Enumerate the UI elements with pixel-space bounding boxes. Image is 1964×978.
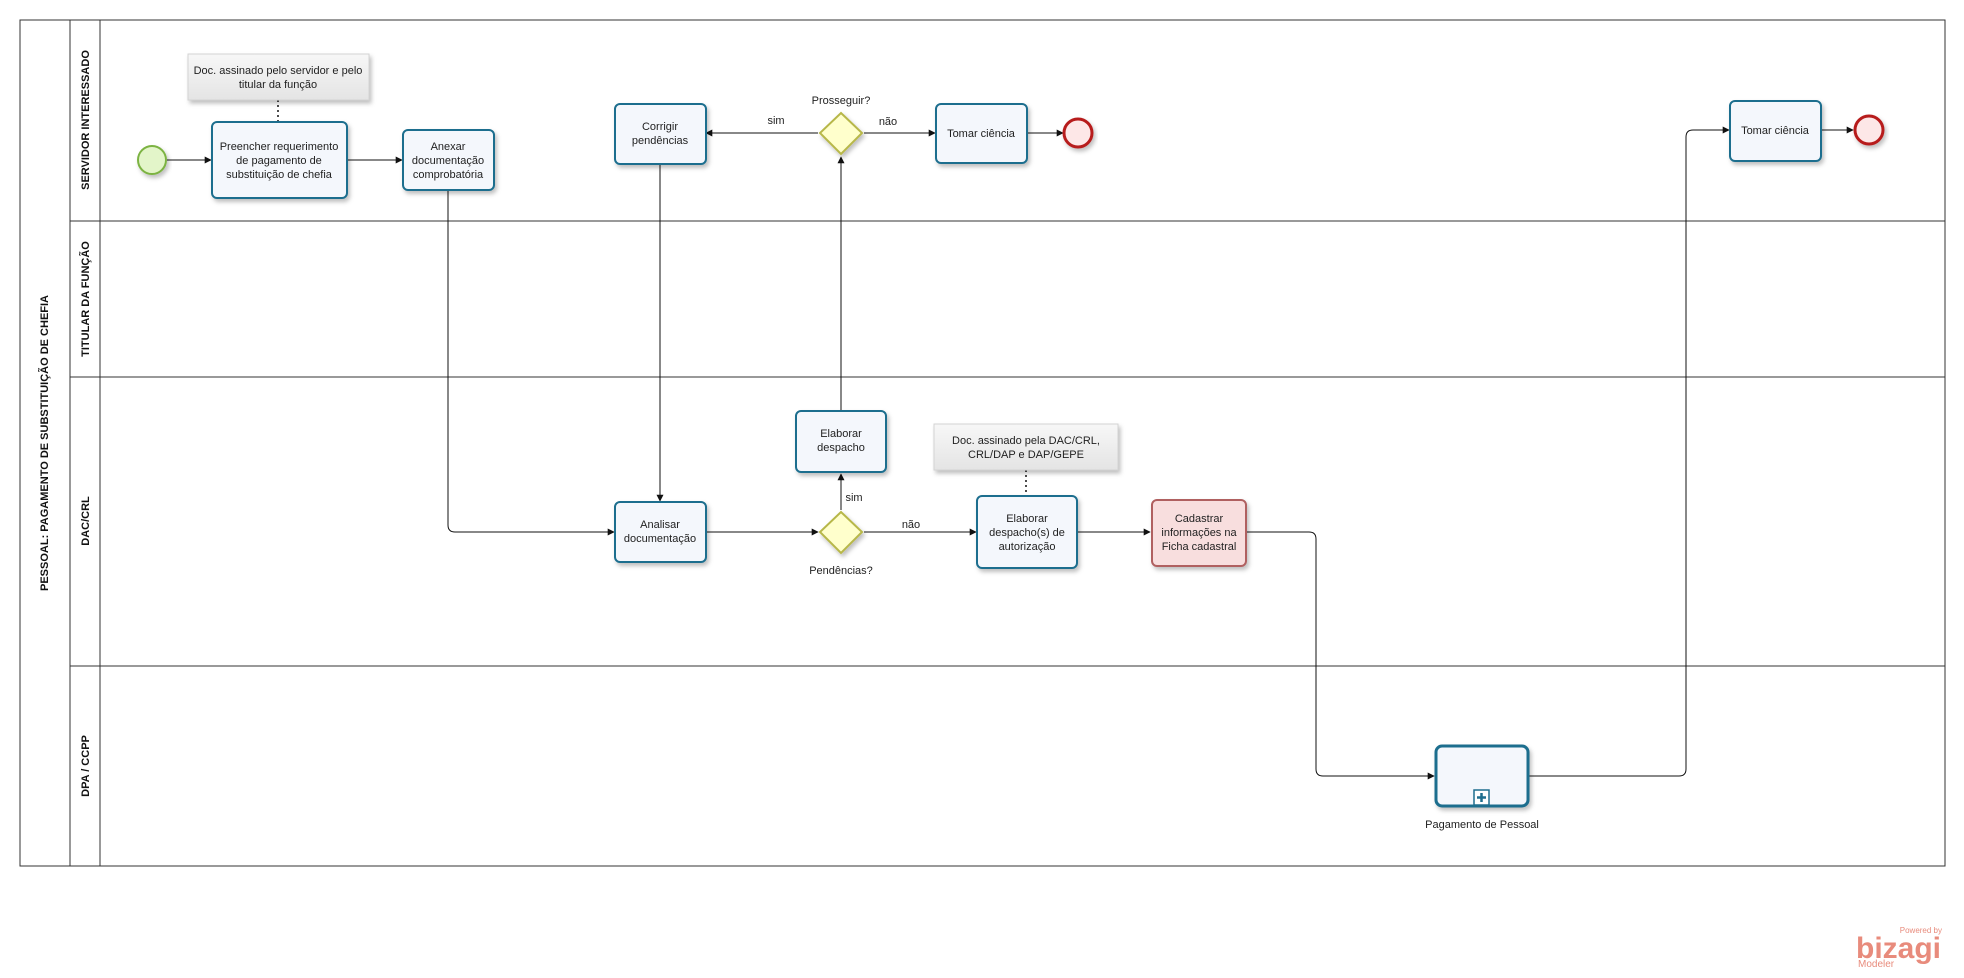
task-anexar-line1: Anexar [431,141,466,153]
brand-product: Modeler [1858,959,1895,970]
flow-pagamento-tomar2 [1528,126,1730,777]
task-analisar[interactable]: Analisar documentação [614,501,707,563]
task-cadastrar-line1: Cadastrar [1175,513,1224,525]
note2-line1: Doc. assinado pela DAC/CRL, [952,435,1100,447]
start-event[interactable] [137,145,167,175]
annotation-note1: Doc. assinado pelo servidor e pelo titul… [187,53,370,101]
task-preencher[interactable]: Preencher requerimento de pagamento de s… [211,121,348,199]
bizagi-logo: Powered by bizagi Modeler [1856,926,1942,970]
task-analisar-line1: Analisar [640,519,680,531]
task-elaborar-autorizacao-line2: despacho(s) de [989,527,1065,539]
brand-name: bizagi [1856,932,1941,965]
gateway-pendencias[interactable] [818,510,864,555]
task-elaborar-despacho-line1: Elaborar [820,428,862,440]
annotation-note2: Doc. assinado pela DAC/CRL, CRL/DAP e DA… [933,423,1119,471]
associations [277,100,1027,497]
task-elaborar-despacho[interactable]: Elaborar despacho [795,410,887,473]
task-elaborar-despacho-line2: despacho [817,442,865,454]
gateway-prosseguir-yes: sim [767,115,784,127]
task-anexar-line2: documentação [412,155,484,167]
brand-powered: Powered by [1900,926,1942,935]
task-elaborar-autorizacao-line1: Elaborar [1006,513,1048,525]
end-event-1[interactable] [1062,117,1094,149]
task-cadastrar-line3: Ficha cadastral [1162,541,1237,553]
note1-line2: titular da função [239,79,317,91]
lane-label-dpa: DPA / CCPP [80,735,92,797]
gateway-prosseguir[interactable] [818,111,864,156]
subprocess-pagamento[interactable] [1434,744,1530,808]
task-tomar-ciencia-1[interactable]: Tomar ciência [935,103,1028,164]
end-event-2[interactable] [1853,114,1885,146]
task-corrigir-line2: pendências [632,135,689,147]
task-analisar-line2: documentação [624,533,696,545]
task-elaborar-autorizacao-line3: autorização [999,541,1056,553]
task-cadastrar-line2: informações na [1161,527,1237,539]
task-preencher-line3: substituição de chefia [226,169,333,181]
lane-separators [70,220,1945,667]
note2-line2: CRL/DAP e DAP/GEPE [968,449,1084,461]
plus-icon [1477,793,1486,802]
gateway-prosseguir-no: não [879,116,897,128]
pool-label: PESSOAL: PAGAMENTO DE SUBSTITUIÇÃO DE CH… [38,295,51,591]
task-anexar-line3: comprobatória [413,169,484,181]
gateway-pendencias-yes: sim [845,492,862,504]
task-anexar[interactable]: Anexar documentação comprobatória [402,129,495,191]
lane-label-titular: TITULAR DA FUNÇÃO [79,241,92,357]
task-elaborar-autorizacao[interactable]: Elaborar despacho(s) de autorização [976,495,1078,569]
gateway-pendencias-question: Pendências? [809,565,873,577]
flow-cadastrar-pagamento [1246,531,1435,780]
lane-label-dac: DAC/CRL [80,496,92,546]
lane-label-servidor: SERVIDOR INTERESSADO [80,50,92,190]
gateway-pendencias-no: não [902,519,920,531]
subprocess-label: Pagamento de Pessoal [1425,819,1539,831]
note1-line1: Doc. assinado pelo servidor e pelo [194,65,363,77]
task-tomar1-label: Tomar ciência [947,128,1016,140]
task-corrigir-line1: Corrigir [642,121,678,133]
sequence-flows [167,126,1854,780]
task-preencher-line1: Preencher requerimento [220,141,339,153]
flow-anexar-analisar [447,190,615,536]
task-tomar-ciencia-2[interactable]: Tomar ciência [1729,100,1822,162]
task-preencher-line2: de pagamento de [236,155,322,167]
task-tomar2-label: Tomar ciência [1741,125,1810,137]
task-corrigir[interactable]: Corrigir pendências [614,103,707,165]
gateway-prosseguir-question: Prosseguir? [812,95,871,107]
task-cadastrar[interactable]: Cadastrar informações na Ficha cadastral [1151,499,1247,567]
